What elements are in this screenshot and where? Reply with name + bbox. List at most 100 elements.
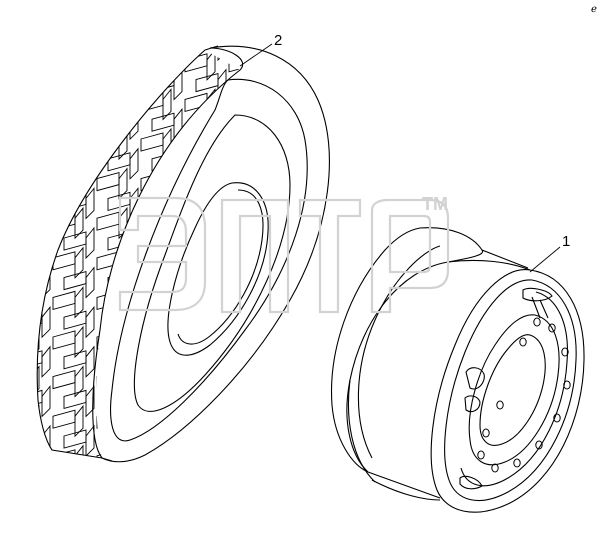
tread-block — [52, 132, 76, 152]
tread-block — [206, 286, 216, 319]
tread-block — [251, 89, 259, 119]
rim-back-flange-inner — [357, 245, 441, 459]
tread-block — [273, 410, 295, 428]
tread-block — [152, 470, 174, 488]
tread-block — [273, 489, 295, 507]
tread-block — [295, 248, 303, 278]
tread-block — [207, 485, 215, 515]
tread-block — [173, 305, 183, 339]
tread-block — [185, 489, 207, 507]
tread-block — [85, 147, 95, 180]
tread-block — [184, 370, 208, 390]
tread-block — [37, 167, 40, 200]
tread-block — [173, 226, 183, 260]
tread-block — [251, 485, 259, 515]
callout-1-label: 1 — [562, 233, 570, 250]
tread-block — [37, 88, 40, 121]
tread-block — [195, 231, 219, 251]
tread-block — [162, 444, 172, 458]
tread-block — [317, 331, 339, 349]
tread-block — [195, 429, 219, 449]
watermark: TM — [118, 194, 450, 314]
tread-block — [228, 449, 240, 458]
tread-block — [239, 310, 240, 330]
tread-block — [41, 305, 51, 339]
tread-block — [53, 489, 75, 507]
tread-block — [107, 152, 131, 172]
tread-block — [85, 226, 95, 260]
tread-block — [295, 327, 303, 357]
callout-2: 2 — [239, 32, 282, 67]
tread-block — [41, 107, 51, 141]
rim-center-bore — [479, 334, 546, 446]
tread-block — [228, 172, 240, 192]
rim-stud-holes — [477, 317, 571, 473]
tread-block — [195, 310, 219, 330]
tread-block — [63, 271, 87, 291]
tread-block — [251, 287, 259, 317]
tread-block — [284, 430, 306, 448]
tread-block — [206, 206, 216, 240]
tread-block — [306, 228, 314, 258]
rim-front-outer — [430, 269, 585, 513]
tread-block — [118, 404, 128, 438]
tread-block — [118, 50, 128, 81]
tread-block — [37, 73, 43, 93]
tread-block — [273, 173, 295, 191]
tread-block — [74, 404, 84, 438]
tread-block — [96, 172, 120, 192]
tread-block — [284, 390, 306, 408]
rim-hub-face — [468, 314, 560, 466]
tread-block — [151, 389, 175, 409]
tread-block — [85, 424, 95, 458]
tread-block — [63, 112, 87, 132]
tread-block — [140, 251, 164, 271]
tread-block — [37, 231, 43, 251]
tread-block — [107, 73, 131, 93]
tread-block — [63, 429, 87, 449]
tread-block — [129, 424, 139, 458]
tread-block — [52, 290, 76, 310]
tread-block — [52, 92, 76, 112]
tire-outer-sidewall — [92, 45, 330, 463]
tread-block — [107, 271, 131, 291]
tread-block — [151, 152, 175, 172]
tread-block — [239, 231, 240, 251]
tread-block — [273, 331, 295, 349]
tire-sidewall-inner-1 — [110, 78, 308, 442]
tread-block — [284, 311, 306, 329]
tread-block — [317, 450, 339, 468]
tread-block — [52, 172, 76, 192]
tread-block — [273, 252, 295, 270]
tread-block — [306, 426, 314, 456]
tread-block — [129, 345, 139, 378]
tread-block — [262, 149, 270, 179]
tread-block — [195, 350, 219, 370]
callout-1: 1 — [529, 233, 570, 273]
tread-block — [37, 310, 43, 330]
tread-block — [239, 191, 240, 211]
tread-block — [63, 231, 87, 251]
tread-block — [52, 449, 76, 458]
tread-block — [140, 330, 164, 350]
tread-block — [229, 489, 251, 507]
tread-block — [306, 109, 314, 139]
tread-block — [151, 50, 175, 53]
tread-block — [41, 266, 51, 299]
tread-block — [107, 350, 131, 370]
tread-block — [162, 88, 172, 121]
tread-block — [173, 107, 183, 141]
tread-block — [184, 251, 208, 271]
tread-block — [217, 424, 227, 458]
tread-block — [228, 53, 240, 73]
tread-block — [140, 172, 164, 192]
tread-block — [108, 470, 130, 488]
tread-block — [96, 53, 120, 73]
tread-block — [140, 53, 164, 73]
tread-block — [195, 112, 219, 132]
tread-block — [74, 365, 84, 398]
tread-block — [129, 68, 139, 101]
tread-block — [217, 147, 227, 180]
tread-block — [262, 386, 270, 416]
tread-block — [262, 188, 270, 218]
